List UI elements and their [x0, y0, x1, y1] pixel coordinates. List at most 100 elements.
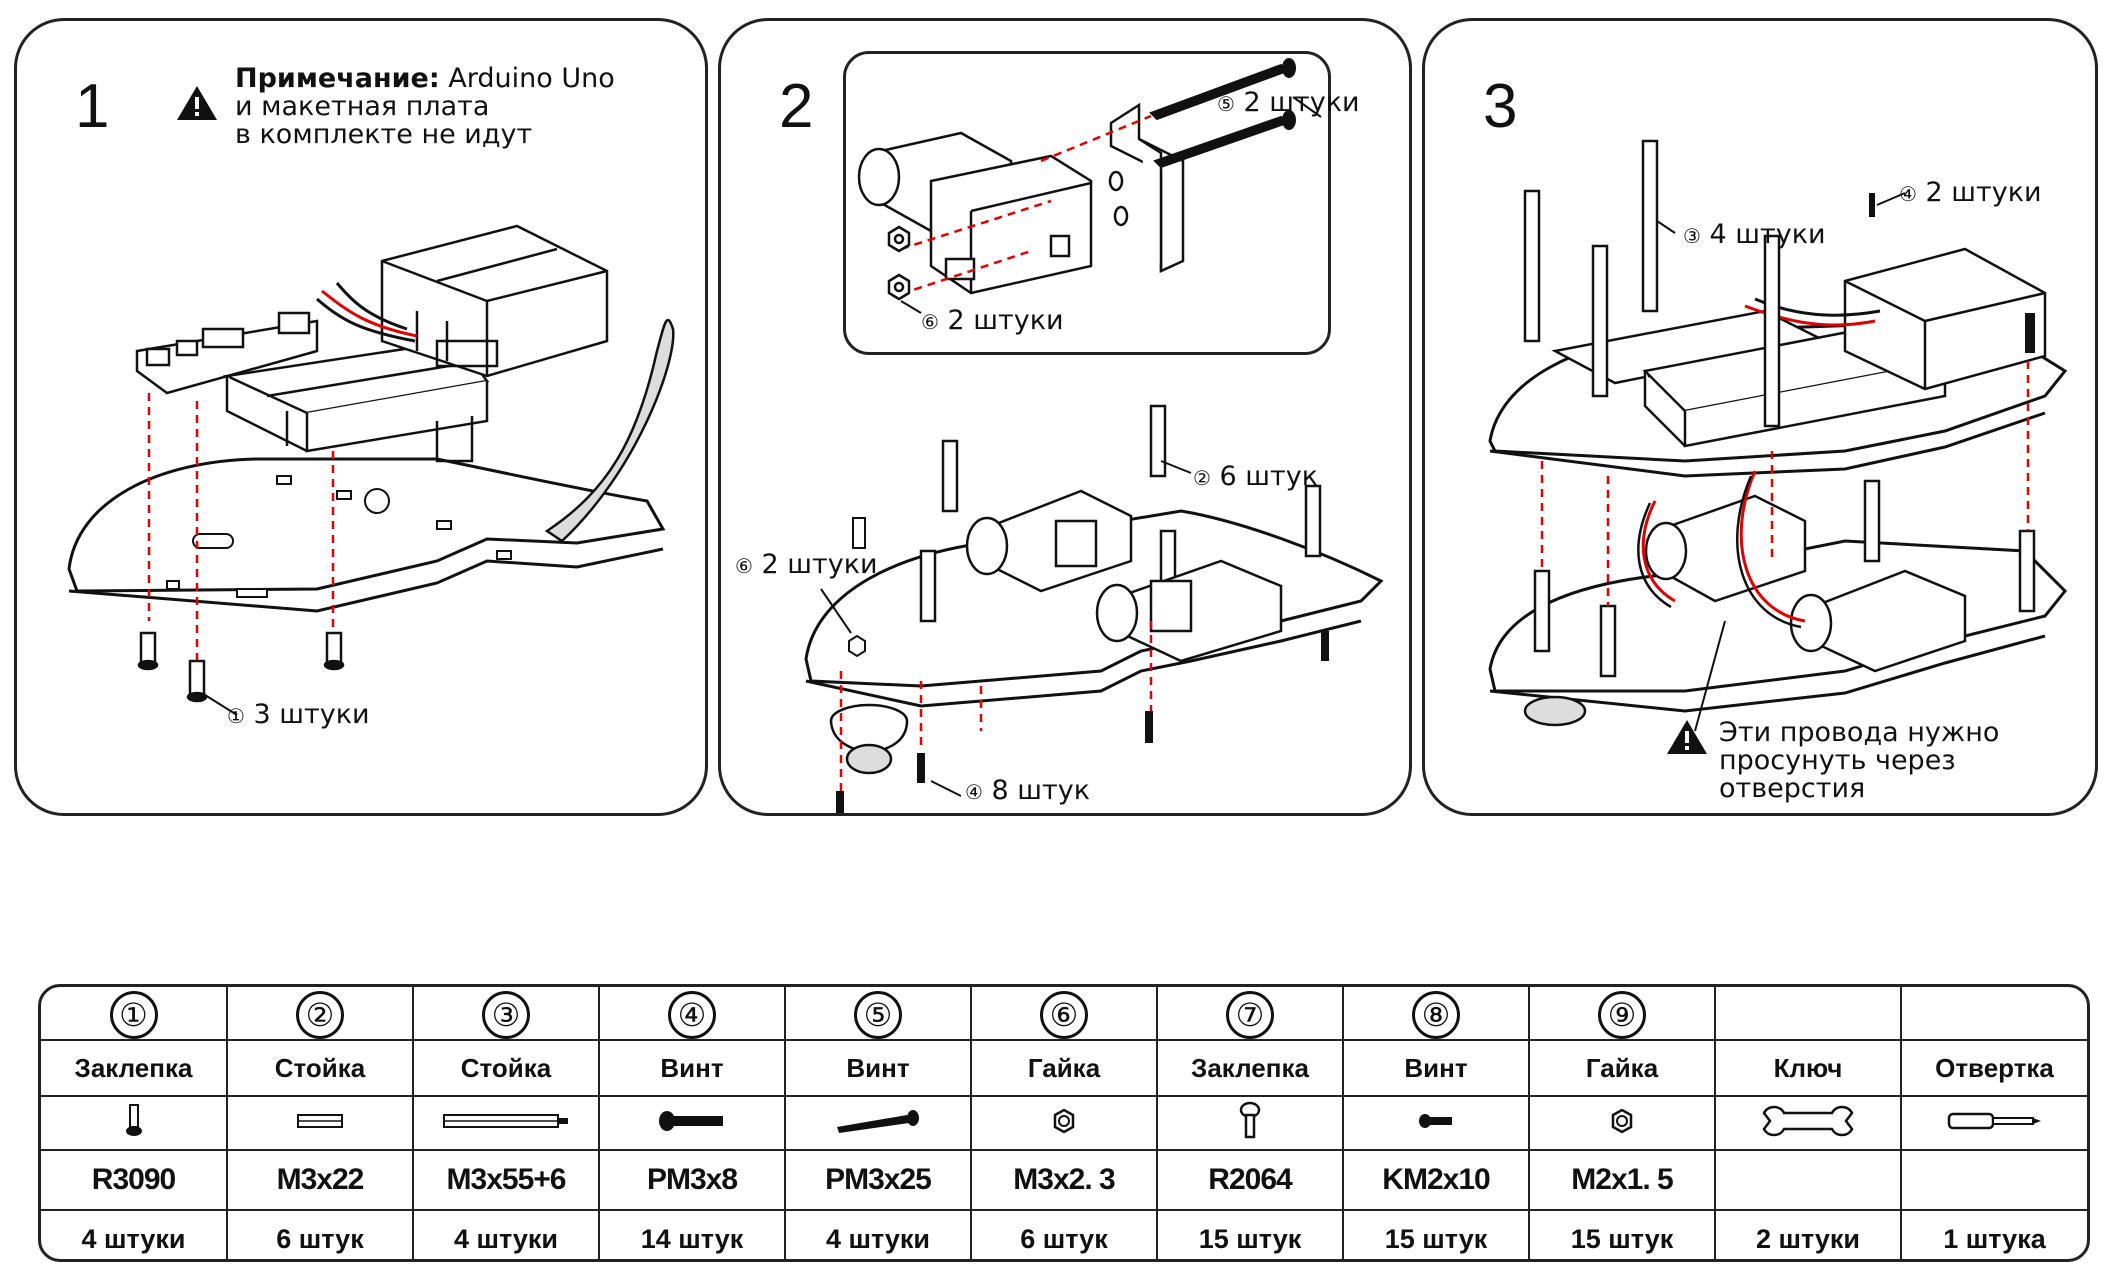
part-qty: 4 штуки	[784, 1209, 972, 1259]
step-1-assembly-drawing	[67, 224, 675, 716]
chassis-plate	[804, 509, 1384, 708]
callout-rivets: ① 3 штуки	[227, 701, 370, 728]
callout-standoffs: ② 6 штук	[1193, 463, 1318, 490]
short-screw-icon	[659, 1110, 723, 1131]
callout-text: 2 штуки	[1243, 87, 1360, 118]
warning-icon	[177, 86, 217, 120]
small-nut-icon	[1611, 1108, 1633, 1133]
part-number: ⑤	[784, 987, 972, 1041]
part-qty: 14 штук	[598, 1209, 786, 1259]
wrench-icon	[1762, 1105, 1854, 1136]
part-qty: 1 штука	[1900, 1209, 2087, 1259]
long-screws	[1149, 58, 1296, 169]
part-size	[1714, 1149, 1902, 1211]
part-size: KM2x10	[1342, 1149, 1530, 1211]
part-qty: 15 штук	[1342, 1209, 1530, 1259]
part-number: ②	[226, 987, 414, 1041]
callout-text: 2 штуки	[947, 305, 1064, 336]
callout-marker: ⑤	[1217, 92, 1235, 116]
callout-marker: ⑥	[921, 310, 939, 334]
part-size: M2x1. 5	[1528, 1149, 1716, 1211]
parts-qty-row: 4 штуки 6 штук 4 штуки 14 штук 4 штуки 6…	[41, 1209, 2087, 1259]
lower-wires	[1641, 470, 1806, 623]
rivet-r2064-icon	[1239, 1101, 1261, 1138]
caster-wheel	[829, 703, 909, 775]
part-qty: 15 штук	[1156, 1209, 1344, 1259]
callout-text: 3 штуки	[253, 699, 370, 730]
part-size: M3x22	[226, 1149, 414, 1211]
part-number: ⑨	[1528, 987, 1716, 1041]
lower-standoffs	[1533, 479, 2036, 678]
part-qty: 6 штук	[226, 1209, 414, 1259]
alignment-lines	[1540, 361, 2030, 606]
step-3-panel: 3	[1422, 18, 2098, 816]
callout-marker: ①	[227, 704, 245, 728]
parts-size-row: R3090 M3x22 M3x55+6 PM3x8 PM3x25 M3x2. 3…	[41, 1149, 2087, 1211]
part-number: ⑧	[1342, 987, 1530, 1041]
part-name: Заклепка	[41, 1039, 228, 1097]
step-1-note: Примечание: Arduino Uno и макетная плата…	[235, 65, 615, 149]
small-screw-icon	[1419, 1113, 1452, 1128]
screws	[836, 631, 1329, 813]
nut-icon	[1053, 1108, 1075, 1133]
step-3-assembly-drawing	[1488, 139, 2068, 732]
part-size	[1900, 1149, 2087, 1211]
arduino-board	[135, 311, 319, 395]
top-arduino-and-breadboard	[1551, 247, 2047, 448]
callout-marker: ⑥	[735, 554, 753, 578]
callout-caster-nuts: ⑥ 2 штуки	[735, 551, 878, 578]
part-name: Винт	[784, 1039, 972, 1097]
motor-mount-plate	[1108, 102, 1185, 273]
parts-name-row: Заклепка Стойка Стойка Винт Винт Гайка З…	[41, 1039, 2087, 1097]
parts-icon-row	[41, 1095, 2087, 1151]
part-size: PM3x8	[598, 1149, 786, 1211]
step-2-assembly-drawing	[804, 58, 1384, 813]
part-name: Стойка	[412, 1039, 600, 1097]
parts-number-row: ① ② ③ ④ ⑤ ⑥ ⑦ ⑧ ⑨	[41, 987, 2087, 1041]
part-name: Ключ	[1714, 1039, 1902, 1097]
step-number: 2	[779, 72, 814, 141]
caster-wheel	[1523, 695, 1587, 727]
chassis-plate	[67, 457, 666, 613]
part-number: ④	[598, 987, 786, 1041]
part-size: PM3x25	[784, 1149, 972, 1211]
part-size: R2064	[1156, 1149, 1344, 1211]
callout-text: 2 штуки	[1925, 177, 2042, 208]
callout-marker: ④	[1899, 182, 1917, 206]
long-standoffs	[1523, 139, 1781, 428]
part-name: Заклепка	[1156, 1039, 1344, 1097]
warning-line-1: Эти провода нужно	[1719, 717, 2000, 748]
callout-text: 8 штук	[991, 775, 1091, 806]
wires-warning: Эти провода нужно просунуть через отверс…	[1719, 719, 2095, 803]
callout-marker: ②	[1193, 466, 1211, 490]
chassis-holes	[166, 475, 512, 598]
alignment-lines	[147, 393, 335, 691]
short-standoff-icon	[297, 1113, 343, 1128]
part-size: M3x2. 3	[970, 1149, 1158, 1211]
warning-line-2: просунуть через отверстия	[1719, 745, 1956, 804]
callout-screws: ④ 8 штук	[965, 777, 1090, 804]
nuts	[887, 225, 911, 301]
note-line-1: Arduino Uno	[448, 63, 615, 94]
warning-icon	[1667, 720, 1707, 754]
callout-long-screws: ⑤ 2 штуки	[1217, 89, 1360, 116]
step-1-panel: 1 Примечание: Arduino Uno и макетная пла…	[14, 18, 708, 816]
step-number: 3	[1483, 72, 1518, 141]
part-name: Стойка	[226, 1039, 414, 1097]
long-screw-icon	[837, 1109, 919, 1133]
step-2-panel: 2	[718, 18, 1412, 816]
callout-text: 6 штук	[1219, 461, 1319, 492]
part-size: M3x55+6	[412, 1149, 600, 1211]
callout-marker: ④	[965, 780, 983, 804]
part-number: ③	[412, 987, 600, 1041]
part-qty: 6 штук	[970, 1209, 1158, 1259]
callout-screws: ④ 2 штуки	[1899, 179, 2042, 206]
breadboard	[222, 339, 490, 453]
gear-motor	[857, 131, 1093, 295]
step-number: 1	[75, 72, 110, 141]
note-label: Примечание:	[235, 63, 440, 94]
callout-marker: ③	[1683, 224, 1701, 248]
part-qty: 15 штук	[1528, 1209, 1716, 1259]
note-line-3: в комплекте не идут	[235, 119, 533, 150]
motor-detail-box	[843, 51, 1331, 355]
